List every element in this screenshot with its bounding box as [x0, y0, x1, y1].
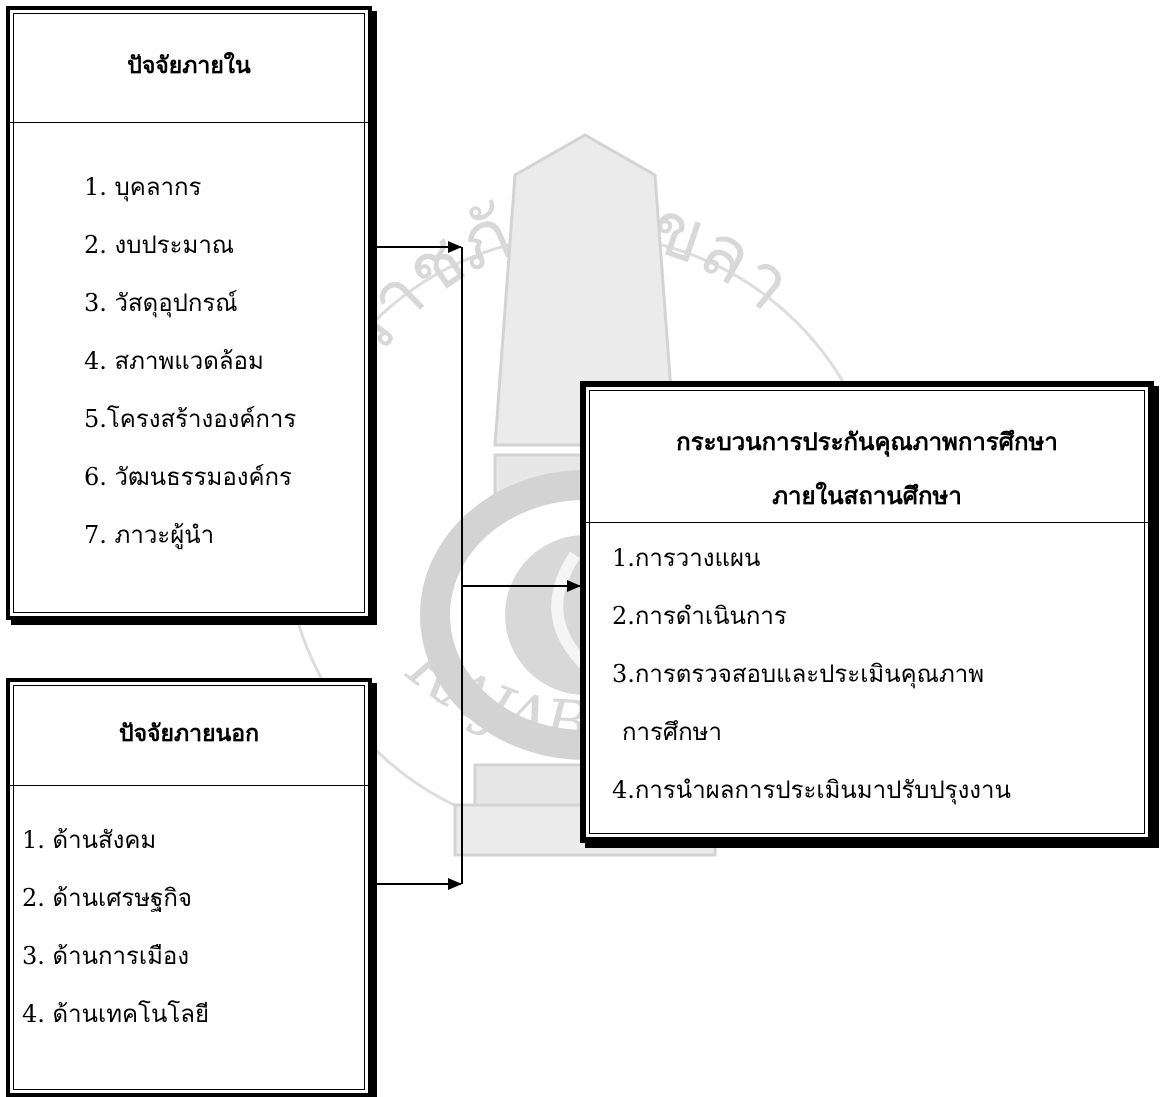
- list-item: 3.การตรวจสอบและประเมินคุณภาพ: [612, 660, 985, 688]
- external-factors-box: ปัจจัยภายนอก 1. ด้านสังคม 2. ด้านเศรษฐกิ…: [6, 678, 372, 1097]
- list-item: การศึกษา: [622, 718, 722, 746]
- internal-factors-title: ปัจจัยภายใน: [10, 10, 368, 123]
- list-item: 2. ด้านเศรษฐกิจ: [22, 884, 192, 912]
- process-title-line-1: กระบวนการประกันคุณภาพการศึกษา: [676, 427, 1058, 456]
- list-item: 5.โครงสร้างองค์การ: [84, 405, 297, 433]
- list-item: 1. บุคลากร: [84, 173, 202, 201]
- list-item: 6. วัฒนธรรมองค์กร: [84, 463, 292, 491]
- list-item: 4. สภาพแวดล้อม: [84, 347, 264, 375]
- list-item: 3. วัสดุอุปกรณ์: [84, 289, 238, 317]
- process-title: กระบวนการประกันคุณภาพการศึกษา ภายในสถานศ…: [586, 387, 1148, 523]
- quality-assurance-process-box: กระบวนการประกันคุณภาพการศึกษา ภายในสถานศ…: [580, 381, 1154, 843]
- list-item: 2. งบประมาณ: [84, 231, 235, 259]
- external-factors-title: ปัจจัยภายนอก: [10, 682, 368, 786]
- list-item: 3. ด้านการเมือง: [22, 942, 190, 970]
- list-item: 4.การนำผลการประเมินมาปรับปรุงงาน: [612, 776, 1011, 804]
- list-item: 1.การวางแผน: [612, 544, 761, 572]
- process-title-line-2: ภายในสถานศึกษา: [772, 481, 962, 510]
- internal-factors-box: ปัจจัยภายใน 1. บุคลากร 2. งบประมาณ 3. วั…: [6, 6, 372, 620]
- list-item: 2.การดำเนินการ: [612, 602, 787, 630]
- list-item: 4. ด้านเทคโนโลยี: [22, 1000, 210, 1028]
- external-factors-list: 1. ด้านสังคม 2. ด้านเศรษฐกิจ 3. ด้านการเ…: [10, 786, 368, 1052]
- list-item: 7. ภาวะผู้นำ: [84, 521, 215, 549]
- process-steps-list: 1.การวางแผน 2.การดำเนินการ 3.การตรวจสอบแ…: [586, 523, 1148, 819]
- internal-factors-list: 1. บุคลากร 2. งบประมาณ 3. วัสดุอุปกรณ์ 4…: [10, 123, 368, 573]
- list-item: 1. ด้านสังคม: [22, 826, 157, 854]
